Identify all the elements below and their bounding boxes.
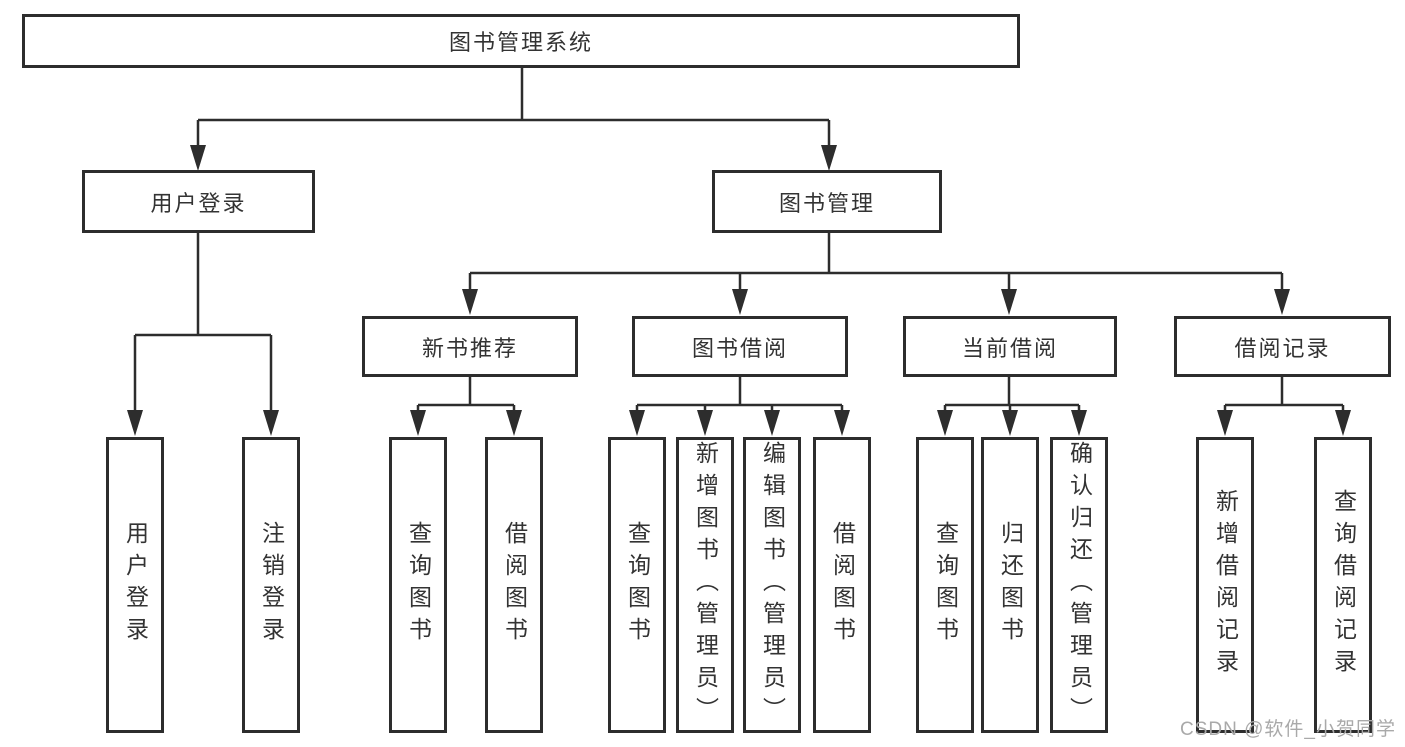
node-borrow-record: 借阅记录: [1174, 316, 1391, 377]
leaf-borrow-book-under-new-book: 借阅图书: [485, 437, 543, 733]
node-label: 新书推荐: [421, 335, 518, 361]
node-book-management: 图书管理: [712, 170, 942, 233]
node-new-book-recommend: 新书推荐: [362, 316, 578, 377]
arrowhead: [190, 145, 206, 171]
leaf-label: 新增图书（管理员）: [692, 441, 719, 729]
leaf-label: 确认归还（管理员）: [1066, 441, 1093, 729]
leaf-label: 查询图书: [932, 521, 959, 649]
node-book-borrow: 图书借阅: [632, 316, 848, 377]
leaf-add-book-admin: 新增图书（管理员）: [676, 437, 734, 733]
leaf-label: 归还图书: [997, 521, 1024, 649]
connector-book-borrow-to-leaves: [629, 377, 850, 436]
leaf-label: 新增借阅记录: [1212, 489, 1239, 681]
connector-borrow-record-to-leaves: [1217, 377, 1351, 436]
connector-root-to-level2: [190, 68, 837, 171]
leaf-edit-book-admin: 编辑图书（管理员）: [743, 437, 801, 733]
leaf-label: 用户登录: [122, 521, 149, 649]
leaf-user-login: 用户登录: [106, 437, 164, 733]
arrowhead: [127, 410, 143, 436]
node-label: 当前借阅: [961, 335, 1058, 361]
arrowhead: [629, 410, 645, 436]
connector-book-mgmt-to-level3: [462, 233, 1290, 315]
leaf-confirm-return-admin: 确认归还（管理员）: [1050, 437, 1108, 733]
node-label: 借阅记录: [1234, 335, 1331, 361]
leaf-label: 查询图书: [405, 521, 432, 649]
arrowhead: [1002, 410, 1018, 436]
leaf-label: 编辑图书（管理员）: [759, 441, 786, 729]
connector-current-borrow-to-leaves: [937, 377, 1087, 436]
arrowhead: [1274, 289, 1290, 315]
arrowhead: [732, 289, 748, 315]
leaf-return-book: 归还图书: [981, 437, 1039, 733]
node-user-login: 用户登录: [82, 170, 315, 233]
arrowhead: [834, 410, 850, 436]
leaf-label: 查询图书: [624, 521, 651, 649]
arrowhead: [1335, 410, 1351, 436]
arrowhead: [1217, 410, 1233, 436]
node-label: 用户登录: [150, 190, 247, 216]
arrowhead: [764, 410, 780, 436]
leaf-label: 注销登录: [258, 521, 285, 649]
arrowhead: [1001, 289, 1017, 315]
leaf-label: 借阅图书: [829, 521, 856, 649]
connector-new-book-to-leaves: [410, 377, 522, 436]
arrowhead: [697, 410, 713, 436]
node-current-borrow: 当前借阅: [903, 316, 1117, 377]
arrowhead: [506, 410, 522, 436]
leaf-query-book-under-current-borrow: 查询图书: [916, 437, 974, 733]
arrowhead: [1071, 410, 1087, 436]
leaf-add-borrow-record: 新增借阅记录: [1196, 437, 1254, 733]
node-root: 图书管理系统: [22, 14, 1020, 68]
arrowhead: [410, 410, 426, 436]
leaf-label: 查询借阅记录: [1330, 489, 1357, 681]
node-label: 图书管理: [778, 190, 875, 216]
arrowhead: [937, 410, 953, 436]
csdn-watermark: CSDN @软件_小贺同学: [1180, 719, 1396, 740]
node-label: 图书借阅: [691, 335, 788, 361]
leaf-query-book-under-new-book: 查询图书: [389, 437, 447, 733]
leaf-query-book-under-book-borrow: 查询图书: [608, 437, 666, 733]
leaf-logout: 注销登录: [242, 437, 300, 733]
arrowhead: [462, 289, 478, 315]
leaf-borrow-book-under-book-borrow: 借阅图书: [813, 437, 871, 733]
connector-user-login-to-leaves: [127, 233, 279, 436]
arrowhead: [821, 145, 837, 171]
node-root-label: 图书管理系统: [448, 30, 593, 55]
leaf-label: 借阅图书: [501, 521, 528, 649]
arrowhead: [263, 410, 279, 436]
leaf-query-borrow-record: 查询借阅记录: [1314, 437, 1372, 733]
